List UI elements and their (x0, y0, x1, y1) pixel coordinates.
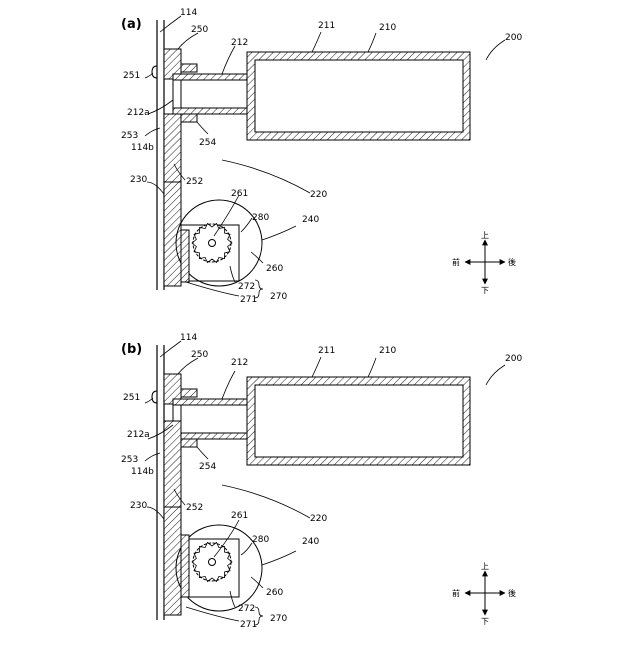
label-260: 260 (266, 588, 283, 598)
gear-axle-261 (209, 240, 216, 247)
label-253: 253 (121, 131, 138, 141)
label-254: 254 (199, 462, 216, 472)
label-114b: 114b (131, 467, 154, 477)
label-114b: 114b (131, 143, 154, 153)
label-220: 220 (310, 190, 327, 200)
hook-251 (152, 66, 157, 78)
label-271: 271 (240, 295, 257, 305)
shaft-212-lower (173, 108, 250, 114)
cylinder-210-bore (255, 385, 463, 457)
direction-back: 後 (508, 588, 516, 598)
label-250: 250 (191, 350, 208, 360)
label-230: 230 (130, 175, 147, 185)
label-250: 250 (191, 25, 208, 35)
label-261: 261 (231, 189, 248, 199)
label-212a: 212a (127, 108, 150, 118)
label-212: 212 (231, 358, 248, 368)
label-270: 270 (270, 292, 287, 302)
shaft-212-upper (173, 399, 250, 405)
label-272: 272 (238, 604, 255, 614)
label-240: 240 (302, 215, 319, 225)
label-261: 261 (231, 511, 248, 521)
panel-230 (164, 182, 181, 286)
label-251: 251 (123, 71, 140, 81)
label-280: 280 (252, 213, 269, 223)
label-254: 254 (199, 138, 216, 148)
direction-front: 前 (452, 257, 460, 267)
rack-271 (181, 230, 189, 282)
shaft-212-upper (173, 74, 250, 80)
shaft-212-lower (173, 433, 250, 439)
label-220: 220 (310, 514, 327, 524)
direction-down: 下 (481, 286, 489, 295)
label-200: 200 (505, 354, 522, 364)
label-251: 251 (123, 393, 140, 403)
cylinder-210-bore (255, 60, 463, 132)
figure-label: (a) (121, 17, 142, 32)
label-272: 272 (238, 282, 255, 292)
direction-up: 上 (481, 231, 489, 240)
label-252: 252 (186, 503, 203, 513)
rack-271 (181, 535, 189, 597)
bracket-253 (164, 421, 181, 507)
label-114: 114 (180, 8, 197, 18)
figure-a: (a) (121, 8, 522, 305)
hook-251 (152, 391, 157, 403)
label-212: 212 (231, 38, 248, 48)
label-270: 270 (270, 614, 287, 624)
label-253: 253 (121, 455, 138, 465)
label-210: 210 (379, 23, 396, 33)
direction-back: 後 (508, 257, 516, 267)
label-280: 280 (252, 535, 269, 545)
figure-b: (b) (121, 333, 522, 630)
bracket-250-flange (181, 389, 197, 397)
direction-up: 上 (481, 562, 489, 571)
label-271: 271 (240, 620, 257, 630)
label-240: 240 (302, 537, 319, 547)
label-114: 114 (180, 333, 197, 343)
figure-label: (b) (121, 342, 142, 357)
label-200: 200 (505, 33, 522, 43)
label-260: 260 (266, 264, 283, 274)
direction-indicator-b: 上 下 前 後 (452, 562, 516, 626)
bracket-250-flange (181, 64, 197, 72)
label-210: 210 (379, 346, 396, 356)
label-230: 230 (130, 501, 147, 511)
label-252: 252 (186, 177, 203, 187)
gear-axle-261 (209, 559, 216, 566)
panel-230 (164, 507, 181, 615)
direction-front: 前 (452, 588, 460, 598)
label-211: 211 (318, 21, 335, 31)
clip-254 (181, 439, 197, 447)
label-212a: 212a (127, 430, 150, 440)
clip-254 (181, 114, 197, 122)
label-211: 211 (318, 346, 335, 356)
direction-indicator-a: 上 下 前 後 (452, 231, 516, 295)
direction-down: 下 (481, 617, 489, 626)
